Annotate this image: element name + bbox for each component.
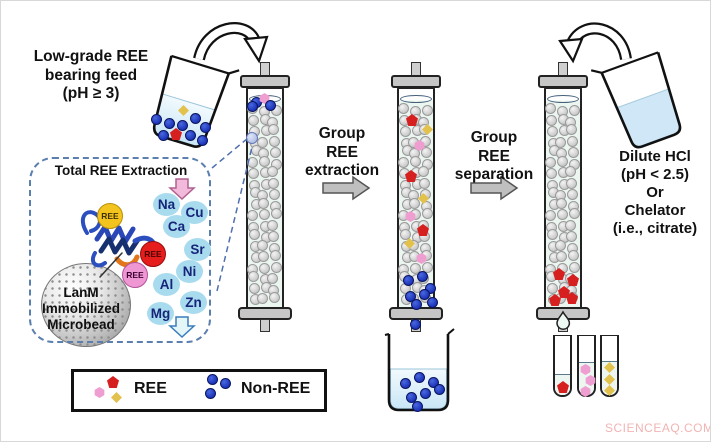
non-ree-particle bbox=[177, 120, 188, 131]
test-tube-3 bbox=[600, 335, 619, 397]
watermark: SCIENCEAQ.COM bbox=[605, 421, 711, 435]
bubble-title: Total REE Extraction bbox=[54, 163, 188, 178]
eluent-label: Dilute HCl (pH < 2.5) Or Chelator (i.e.,… bbox=[612, 148, 698, 237]
non-ree-particle bbox=[400, 378, 411, 389]
column-3 bbox=[536, 62, 590, 334]
column-2 bbox=[389, 62, 443, 334]
extraction-step-label: Group REE extraction bbox=[304, 125, 380, 180]
non-ree-particle bbox=[420, 388, 431, 399]
non-ree-particle bbox=[412, 401, 423, 412]
non-ree-particle bbox=[185, 130, 196, 141]
test-tube-liquid bbox=[602, 361, 617, 395]
non-ree-particle bbox=[164, 118, 175, 129]
ree-particle bbox=[178, 105, 189, 116]
column-bottom-nub bbox=[260, 319, 270, 332]
column-1 bbox=[238, 62, 292, 334]
non-ree-particle bbox=[158, 130, 169, 141]
non-ree-particle bbox=[406, 392, 417, 403]
pour-arrow-left bbox=[193, 22, 269, 64]
non-ree-particle bbox=[414, 372, 425, 383]
test-tube-liquid bbox=[579, 362, 594, 395]
liquid-level-line bbox=[249, 95, 281, 103]
column-top-nub bbox=[558, 62, 568, 76]
pour-arrow-right bbox=[558, 22, 632, 64]
feed-label: Low-grade REE bearing feed (pH ≥ 3) bbox=[33, 48, 149, 103]
non-ree-particle bbox=[434, 384, 445, 395]
non-ree-particle bbox=[428, 377, 439, 388]
column-tube bbox=[397, 87, 435, 309]
legend-non-ree-label: Non-REE bbox=[241, 380, 311, 397]
non-ree-particle bbox=[200, 122, 211, 133]
eluent-beaker bbox=[590, 51, 682, 149]
column-bottom-nub bbox=[558, 319, 568, 332]
liquid-level-line bbox=[400, 95, 432, 103]
collect-beaker bbox=[384, 328, 455, 412]
column-tube bbox=[544, 87, 582, 309]
test-tube-1 bbox=[553, 335, 572, 397]
legend: REE Non-REE bbox=[71, 369, 327, 412]
separation-step-label: Group REE separation bbox=[454, 129, 534, 184]
column-top-nub bbox=[411, 62, 421, 76]
ree-particle bbox=[170, 128, 182, 140]
test-tube-liquid bbox=[555, 374, 570, 395]
microbead-label: LanM Immobilized Microbead bbox=[41, 285, 120, 332]
column-tube bbox=[246, 87, 284, 309]
column-bottom-nub bbox=[411, 319, 421, 332]
non-ree-particle bbox=[197, 135, 208, 146]
non-ree-particle bbox=[190, 113, 201, 124]
liquid-level-line bbox=[547, 95, 579, 103]
legend-ree-label: REE bbox=[134, 380, 167, 397]
column-top-nub bbox=[260, 62, 270, 76]
non-ree-particle bbox=[151, 114, 162, 125]
test-tube-2 bbox=[577, 335, 596, 397]
